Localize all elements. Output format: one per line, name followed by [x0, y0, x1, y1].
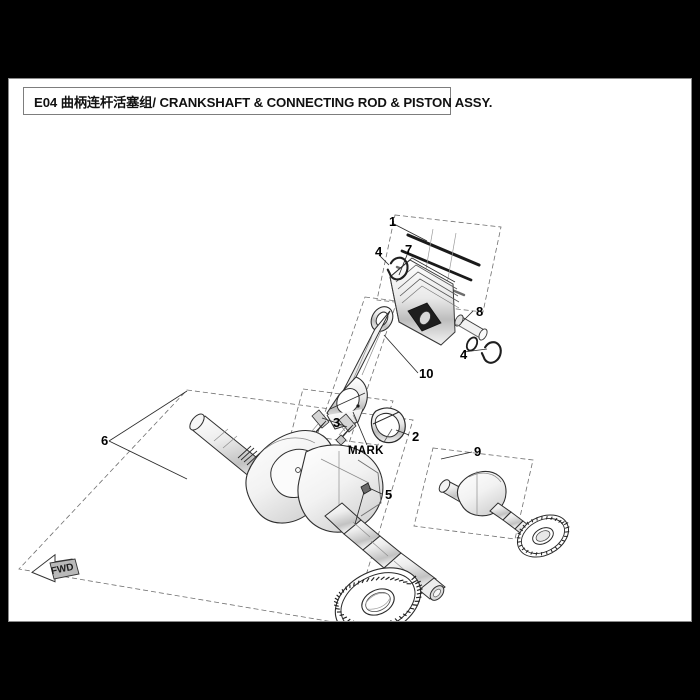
callout-1: 1 — [389, 214, 397, 229]
exploded-diagram — [18, 214, 570, 621]
piston — [389, 257, 460, 346]
callout-8: 8 — [476, 304, 484, 319]
callout-5: 5 — [385, 487, 393, 502]
callout-10: 10 — [419, 366, 434, 381]
crankshaft-assy — [189, 413, 446, 601]
callout-9: 9 — [474, 444, 482, 459]
callout-6: 6 — [101, 433, 109, 448]
balance-shaft-assy — [438, 470, 570, 558]
callout-4-upper: 4 — [375, 244, 383, 259]
page-title: E04 曲柄连杆活塞组/ CRANKSHAFT & CONNECTING ROD… — [34, 94, 493, 110]
group-box-crankshaft — [18, 389, 414, 621]
connecting-rod-bolt-right — [335, 413, 357, 446]
group-box-balance-shaft — [413, 447, 534, 540]
parts-diagram-page: E04 曲柄连杆活塞组/ CRANKSHAFT & CONNECTING ROD… — [8, 78, 692, 622]
connecting-rod-cap — [370, 407, 406, 444]
callout-2: 2 — [412, 429, 420, 444]
connecting-rod-assy — [326, 306, 394, 432]
leader-lines — [108, 222, 488, 525]
callout-7: 7 — [405, 242, 413, 257]
group-box-piston-rings — [376, 214, 502, 313]
piston-pin-circlip-lower — [465, 336, 502, 364]
crankshaft-driven-gear — [333, 567, 423, 621]
piston-pin-circlip-upper — [386, 256, 409, 281]
callout-3: 3 — [333, 415, 341, 430]
piston-pin — [454, 314, 488, 341]
callout-4-lower: 4 — [460, 347, 468, 362]
woodruff-key — [360, 482, 372, 495]
fwd-arrow-icon — [31, 553, 80, 583]
diagram-title-box: E04 曲柄连杆活塞组/ CRANKSHAFT & CONNECTING ROD… — [23, 87, 492, 115]
mark-label: MARK — [348, 445, 384, 457]
